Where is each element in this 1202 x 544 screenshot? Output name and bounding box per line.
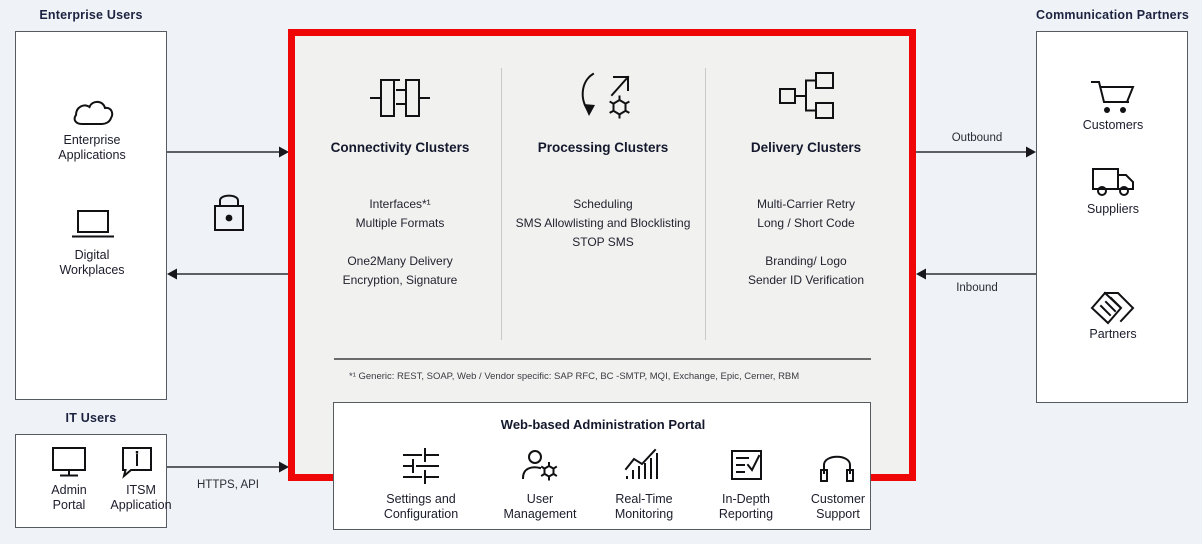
handshake-icon — [1090, 287, 1136, 329]
laptop-icon — [71, 207, 115, 243]
inbound-label: Inbound — [956, 282, 998, 294]
https-api-label: HTTPS, API — [197, 479, 259, 491]
chart-line-icon — [590, 447, 698, 485]
communication-partners-panel: Customers Suppliers Partners — [1036, 31, 1188, 403]
connectivity-clusters-features: Interfaces*¹ Multiple Formats One2Many D… — [342, 197, 458, 287]
portal-item-settings-label: Settings and Configuration — [383, 492, 459, 521]
enterprise-applications-label: Enterprise Applications — [58, 133, 126, 162]
processing-clusters-features: Scheduling SMS Allowlisting and Blocklis… — [515, 197, 691, 249]
process-cycle-icon — [572, 66, 638, 126]
portal-item-users[interactable]: User Management — [486, 447, 594, 522]
customers-label: Customers — [1082, 118, 1144, 132]
delivery-clusters-title: Delivery Clusters — [750, 140, 862, 155]
cloud-icon — [70, 94, 116, 128]
it-flow-arrow — [167, 461, 289, 473]
partners-label: Partners — [1089, 327, 1137, 341]
admin-portal-label: Admin Portal — [51, 483, 87, 512]
portal-item-reporting[interactable]: In-Depth Reporting — [692, 447, 800, 522]
enterprise-users-title: Enterprise Users — [39, 8, 143, 22]
headset-icon — [784, 447, 892, 485]
footnote-divider — [334, 358, 871, 360]
portal-item-support-label: Customer Support — [810, 492, 866, 521]
admin-portal-title: Web-based Administration Portal — [500, 417, 706, 432]
hierarchy-icon — [778, 70, 838, 122]
suppliers-label: Suppliers — [1086, 202, 1140, 216]
cluster-divider-2 — [705, 68, 706, 340]
admin-portal-panel: Web-based Administration Portal Settings… — [333, 402, 871, 530]
portal-item-monitoring[interactable]: Real-Time Monitoring — [590, 447, 698, 522]
portal-item-settings[interactable]: Settings and Configuration — [367, 447, 475, 522]
outbound-label: Outbound — [951, 132, 1003, 144]
cluster-divider-1 — [501, 68, 502, 340]
monitor-icon — [49, 445, 89, 479]
digital-workplaces-label: Digital Workplaces — [59, 248, 125, 277]
portal-item-support[interactable]: Customer Support — [784, 447, 892, 522]
it-users-title: IT Users — [65, 411, 117, 425]
portal-item-monitoring-label: Real-Time Monitoring — [614, 492, 674, 521]
delivery-clusters-features: Multi-Carrier Retry Long / Short Code Br… — [747, 197, 865, 287]
partner-flow-arrows — [916, 146, 1036, 280]
connector-icon — [367, 70, 433, 126]
footnote-text: *¹ Generic: REST, SOAP, Web / Vendor spe… — [349, 371, 800, 382]
cart-icon — [1090, 78, 1136, 116]
portal-item-users-label: User Management — [503, 492, 577, 521]
enterprise-users-panel: Enterprise Applications Digital Workplac… — [15, 31, 167, 400]
it-users-panel: Admin Portal ITSM Application — [15, 434, 172, 528]
lock-icon — [208, 188, 250, 236]
itsm-application-label: ITSM Application — [110, 483, 172, 512]
communication-partners-title: Communication Partners — [1036, 8, 1190, 22]
enterprise-flow-arrows — [167, 146, 289, 280]
connectivity-clusters-title: Connectivity Clusters — [330, 140, 470, 155]
user-gear-icon — [486, 447, 594, 485]
truck-icon — [1090, 163, 1136, 201]
checklist-icon — [692, 447, 800, 485]
sliders-icon — [367, 447, 475, 485]
info-bubble-icon — [119, 445, 155, 479]
portal-item-reporting-label: In-Depth Reporting — [718, 492, 774, 521]
processing-clusters-title: Processing Clusters — [537, 140, 669, 155]
